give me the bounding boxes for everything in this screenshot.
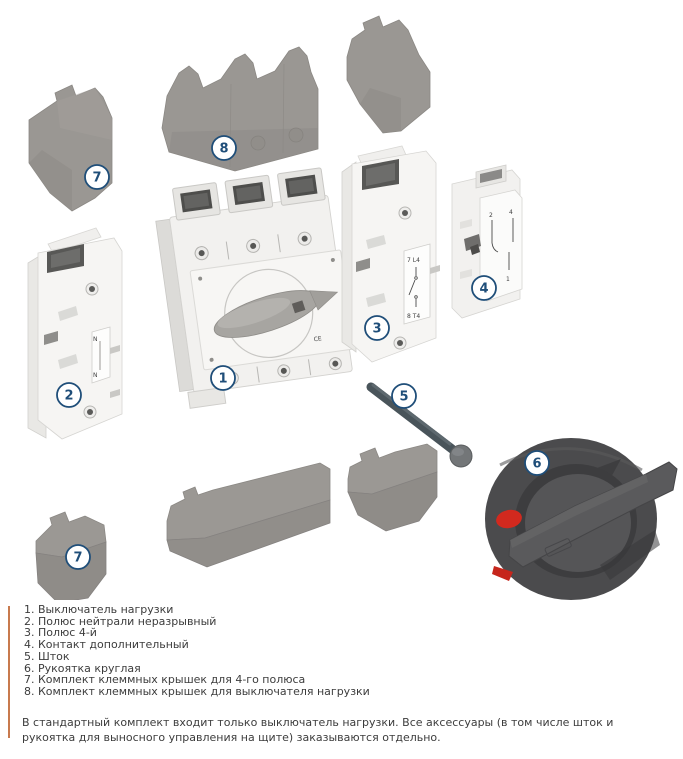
cover-screw-boss xyxy=(288,127,304,143)
svg-text:2: 2 xyxy=(64,389,73,404)
handle-lever xyxy=(508,461,678,568)
neutral-pole-label-panel: N N xyxy=(91,326,111,384)
svg-text:5: 5 xyxy=(399,390,408,405)
parts-legend: 1. Выключатель нагрузки 2. Полюс нейтрал… xyxy=(24,604,370,698)
callout-7-bottom: 7 xyxy=(65,544,91,570)
legend-item: 6. Рукоятка круглая xyxy=(24,661,141,675)
callout-5: 5 xyxy=(391,383,417,409)
pole4-marking-top: 7 L4 xyxy=(407,257,420,264)
neutral-marking-bottom: N xyxy=(93,372,98,379)
shaft xyxy=(366,382,473,468)
callout-4: 4 xyxy=(471,275,497,301)
legend-item: 3. Полюс 4-й xyxy=(24,626,97,640)
terminal-cover-triple-top xyxy=(161,46,319,172)
fourth-pole-label-panel: 7 L4 8 T4 xyxy=(403,243,431,325)
callout-3: 3 xyxy=(364,315,390,341)
exploded-view-diagram: N N xyxy=(27,15,678,600)
terminal-cover-triple-bottom xyxy=(166,462,331,568)
svg-text:8: 8 xyxy=(219,142,228,157)
switch-terminals-top xyxy=(172,167,326,221)
red-position-marker xyxy=(496,509,522,529)
legend-item: 5. Шток xyxy=(24,649,70,663)
legend-item: 2. Полюс нейтрали неразрывный xyxy=(24,614,217,628)
terminal-cover-single-top-left xyxy=(28,84,113,212)
svg-text:7: 7 xyxy=(73,551,82,566)
switch-handle xyxy=(213,290,339,338)
ce-mark: CE xyxy=(313,335,322,343)
svg-text:3: 3 xyxy=(372,322,381,337)
fourth-pole: 7 L4 8 T4 xyxy=(341,145,440,363)
load-break-switch: CE xyxy=(155,167,355,409)
accent-divider-line xyxy=(8,606,10,738)
pole4-marking-bottom: 8 T4 xyxy=(407,313,420,320)
legend-item: 4. Контакт дополнительный xyxy=(24,638,189,652)
aux-marking-4: 4 xyxy=(509,209,513,216)
red-position-marker xyxy=(492,566,513,581)
terminal-cover-single-bottom-right xyxy=(347,443,438,532)
neutral-marking-top: N xyxy=(93,336,98,343)
aux-marking-2: 2 xyxy=(489,212,493,219)
legend-item: 1. Выключатель нагрузки xyxy=(24,603,174,616)
standard-kit-note: В стандартный комплект входит только вык… xyxy=(22,716,614,744)
callout-6: 6 xyxy=(524,450,550,476)
callout-2: 2 xyxy=(56,382,82,408)
callout-8: 8 xyxy=(211,135,237,161)
svg-text:4: 4 xyxy=(479,282,488,297)
legend-item: 8. Комплект клеммных крышек для выключат… xyxy=(24,684,370,698)
callout-1: 1 xyxy=(210,365,236,391)
legend-item: 7. Комплект клеммных крышек для 4-го пол… xyxy=(24,673,306,687)
switch-screws-top xyxy=(194,231,312,261)
neutral-pole: N N xyxy=(27,227,123,440)
terminal-cover-single-top-right xyxy=(346,15,431,134)
callout-7-top: 7 xyxy=(84,164,110,190)
aux-marking-1: 1 xyxy=(506,276,510,283)
cover-screw-boss xyxy=(250,135,266,151)
svg-text:7: 7 xyxy=(92,171,101,186)
auxiliary-contact: 2 4 1 xyxy=(451,164,523,319)
svg-text:1: 1 xyxy=(218,372,227,387)
round-handle xyxy=(485,438,678,600)
svg-text:6: 6 xyxy=(532,457,541,472)
